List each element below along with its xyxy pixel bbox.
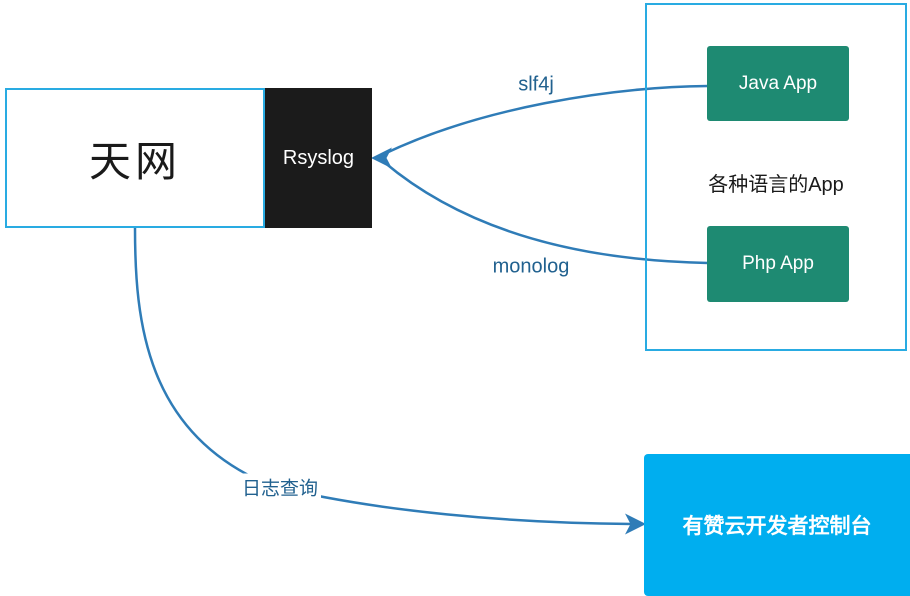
- arrowhead-to-rsyslog: [371, 147, 392, 169]
- java-app-node: Java App: [707, 46, 849, 121]
- edge-label-slf4j: slf4j: [518, 73, 554, 96]
- apps-group-caption: 各种语言的App: [708, 174, 844, 196]
- console-node: 有赞云开发者控制台: [644, 454, 910, 596]
- edge-label-monolog: monolog: [492, 255, 570, 278]
- skynet-label: 天网: [88, 137, 181, 185]
- console-label: 有赞云开发者控制台: [682, 515, 872, 538]
- php-app-node: Php App: [707, 226, 849, 302]
- java-app-label: Java App: [738, 72, 818, 94]
- php-app-label: Php App: [742, 253, 814, 274]
- rsyslog-node: Rsyslog: [265, 88, 372, 228]
- arrowhead-to-console: [625, 513, 646, 535]
- apps-group-container: Java App 各种语言的App Php App: [645, 3, 907, 351]
- skynet-node: 天网: [5, 88, 265, 228]
- rsyslog-label: Rsyslog: [282, 146, 355, 169]
- edge-label-log-query: 日志查询: [238, 473, 322, 501]
